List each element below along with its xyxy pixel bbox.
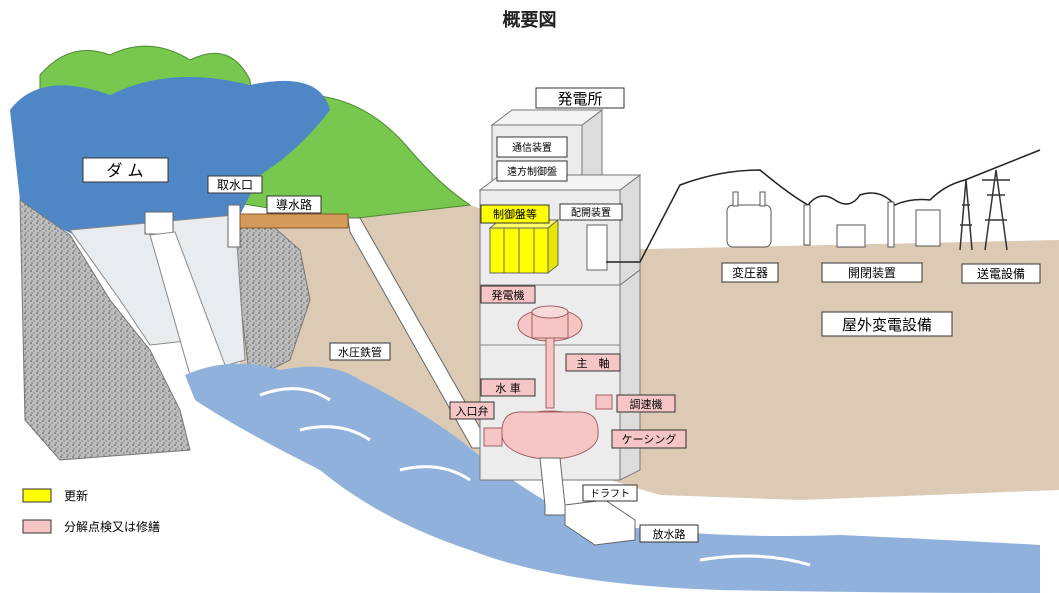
label-indoor-switchgear: 配開装置 (559, 203, 623, 221)
switch-box (915, 209, 941, 247)
svg-text:屋外変電設備: 屋外変電設備 (842, 316, 932, 334)
building-middle-side (619, 174, 641, 286)
main-shaft (545, 337, 555, 409)
label-tailrace: 放水路 (639, 524, 699, 543)
legend-item-renew: 更新 (22, 488, 88, 503)
transformer-body (726, 204, 772, 248)
label-power-station: 発電所 (535, 87, 625, 109)
svg-text:ドラフト: ドラフト (590, 488, 630, 500)
svg-text:分解点検又は修繕: 分解点検又は修繕 (64, 519, 160, 534)
label-governor: 調速機 (616, 394, 676, 413)
river-highlights (259, 387, 811, 567)
svg-text:遠方制御盤: 遠方制御盤 (507, 165, 557, 178)
control-panel-side (547, 218, 559, 275)
headrace-tunnel (239, 213, 349, 229)
label-casing: ケーシング (611, 429, 687, 449)
transmission-tower-2 (982, 169, 1010, 251)
svg-text:通信装置: 通信装置 (512, 141, 552, 154)
label-transformer: 変圧器 (721, 262, 779, 283)
transformer-bushing-1 (732, 191, 739, 207)
dam-gate-house (144, 211, 174, 235)
label-dam: ダ ム (82, 157, 169, 183)
label-switchgear: 開閉装置 (821, 262, 923, 283)
svg-text:更新: 更新 (64, 488, 88, 503)
svg-text:発電所: 発電所 (557, 90, 602, 108)
switchgear-cabinet (586, 224, 608, 271)
label-main-shaft: 主 軸 (565, 353, 621, 372)
label-comm-equipment: 通信装置 (496, 136, 568, 158)
transformer-bushing-2 (759, 191, 766, 207)
legend-item-inspect: 分解点検又は修繕 (22, 519, 160, 534)
label-headrace: 導水路 (266, 195, 322, 214)
label-inlet-valve: 入口弁 (449, 401, 495, 420)
label-penstock: 水圧鉄管 (329, 342, 391, 361)
switch-post (887, 201, 895, 248)
label-transmission: 送電設備 (961, 263, 1041, 284)
label-intake: 取水口 (207, 175, 263, 194)
turbine-spiral (501, 411, 599, 436)
page-title: 概要図 (502, 10, 557, 31)
svg-text:取水口: 取水口 (217, 178, 253, 192)
breaker-body (836, 224, 866, 248)
arrester (803, 204, 811, 246)
svg-text:導水路: 導水路 (276, 197, 312, 212)
svg-text:発電機: 発電機 (492, 288, 525, 302)
river (185, 363, 1040, 593)
svg-text:変圧器: 変圧器 (732, 265, 768, 280)
legend-swatch-renew (22, 488, 52, 503)
reservoir (10, 77, 330, 236)
label-turbine: 水 車 (480, 378, 536, 397)
label-generator: 発電機 (480, 285, 536, 304)
svg-text:放水路: 放水路 (653, 527, 686, 541)
svg-text:送電設備: 送電設備 (977, 266, 1025, 281)
generator-top (531, 305, 569, 319)
svg-text:制御盤等: 制御盤等 (493, 207, 537, 221)
svg-text:開閉装置: 開閉装置 (848, 266, 896, 280)
intake-structure (227, 204, 241, 248)
label-remote-control-panel: 遠方制御盤 (496, 160, 568, 182)
svg-text:水圧鉄管: 水圧鉄管 (338, 345, 382, 359)
building-lower-side (619, 269, 641, 481)
governor-body (595, 394, 613, 410)
transmission-tower-1 (959, 179, 973, 251)
legend: 更新 分解点検又は修繕 (22, 488, 160, 534)
svg-text:主 軸: 主 軸 (577, 356, 610, 370)
rock-left (19, 199, 191, 461)
svg-text:調速機: 調速機 (630, 397, 663, 411)
svg-text:水 車: 水 車 (495, 381, 521, 395)
svg-text:ダ ム: ダ ム (106, 161, 143, 180)
building-upper-top (490, 109, 604, 126)
svg-text:ケーシング: ケーシング (622, 432, 677, 446)
label-control-panel: 制御盤等 (480, 204, 550, 224)
legend-swatch-inspect (22, 519, 52, 534)
svg-text:配開装置: 配開装置 (571, 206, 611, 219)
label-draft: ドラフト (582, 484, 638, 502)
label-outdoor-substation: 屋外変電設備 (821, 311, 953, 337)
power-cable (606, 149, 1041, 263)
svg-text:入口弁: 入口弁 (456, 404, 489, 418)
inlet-valve-body (483, 427, 503, 447)
